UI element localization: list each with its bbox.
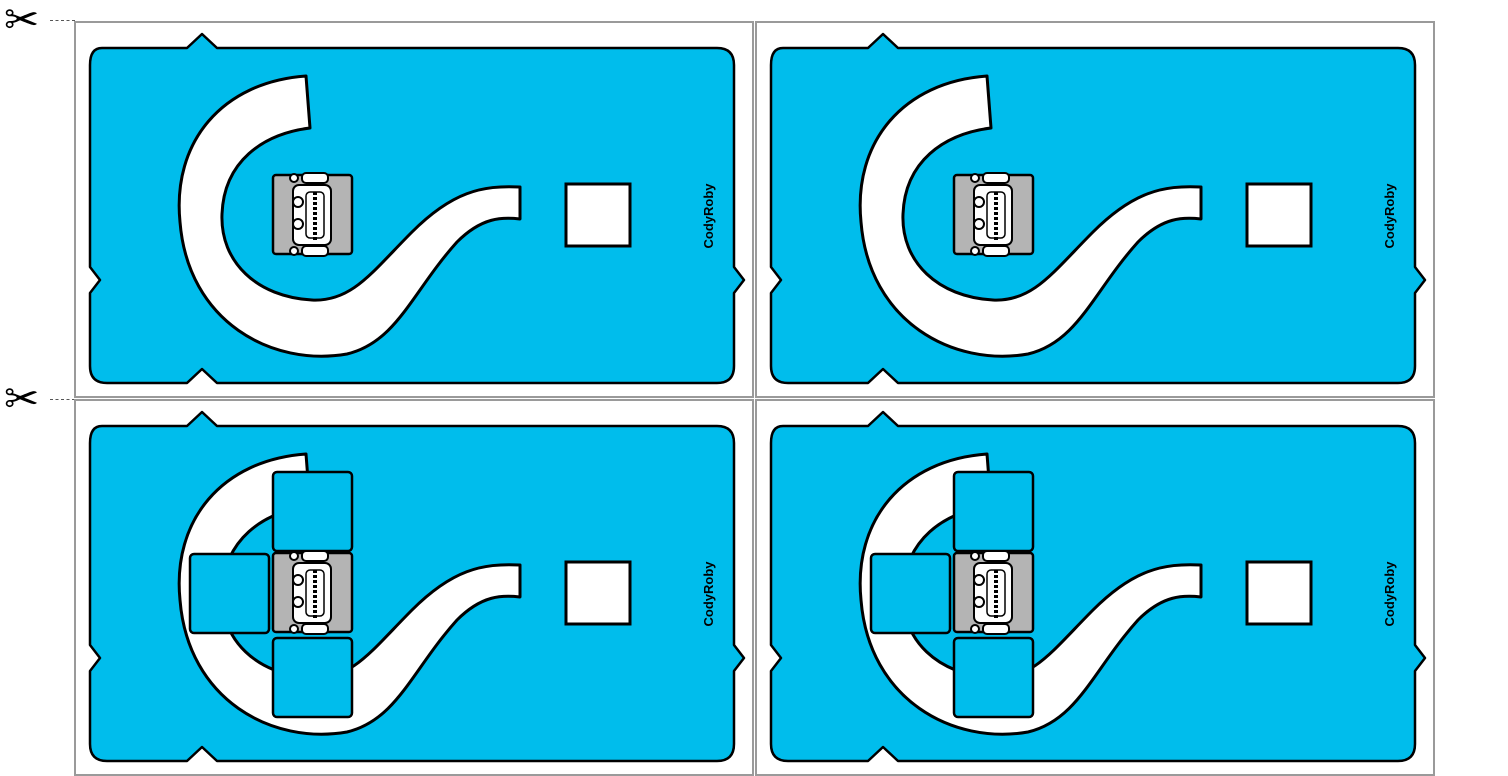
- robot-panel: [305, 191, 325, 239]
- robot-icon: [970, 172, 1013, 257]
- robot-panel: [305, 569, 325, 617]
- brand-label: CodyRoby: [701, 183, 716, 249]
- board-graphic: CodyRoby: [769, 32, 1427, 385]
- robot-eye: [292, 196, 304, 208]
- robot-tile: [271, 172, 354, 257]
- robot-arm-top: [301, 550, 329, 562]
- robot-eye: [973, 596, 985, 608]
- robot-claw: [970, 173, 980, 183]
- card-slot: [952, 636, 1035, 719]
- robot-claw: [289, 551, 299, 561]
- board-card: CodyRoby: [755, 399, 1435, 776]
- robot-arm-top: [301, 172, 329, 184]
- board-card: CodyRoby: [74, 399, 754, 776]
- card-slot: [952, 470, 1035, 553]
- robot-arm-top: [982, 550, 1010, 562]
- board-graphic: CodyRoby: [88, 32, 746, 385]
- robot-icon: [289, 550, 332, 635]
- board-card: CodyRoby: [755, 21, 1435, 398]
- robot-panel: [986, 569, 1006, 617]
- robot-arm-bottom: [982, 623, 1010, 635]
- robot-eye: [973, 574, 985, 586]
- robot-eye: [973, 218, 985, 230]
- card-slot: [869, 552, 952, 635]
- robot-icon: [289, 172, 332, 257]
- robot-tile: [952, 550, 1035, 635]
- brand-label: CodyRoby: [701, 561, 716, 627]
- robot-arm-bottom: [982, 245, 1010, 257]
- robot-tile: [952, 172, 1035, 257]
- robot-claw: [289, 624, 299, 634]
- track-path: [858, 74, 1203, 358]
- robot-eye: [292, 596, 304, 608]
- robot-body: [292, 562, 332, 624]
- robot-arm-bottom: [301, 245, 329, 257]
- board-graphic: CodyRoby: [769, 410, 1427, 763]
- robot-eye: [292, 574, 304, 586]
- robot-body: [973, 184, 1013, 246]
- robot-claw: [289, 246, 299, 256]
- board-graphic: CodyRoby: [88, 410, 746, 763]
- card-slot: [271, 470, 354, 553]
- goal-square: [564, 182, 632, 248]
- robot-claw: [970, 624, 980, 634]
- scissors-icon: ✂: [4, 0, 40, 44]
- track-path: [177, 74, 522, 358]
- brand-label: CodyRoby: [1382, 183, 1397, 249]
- robot-claw: [970, 246, 980, 256]
- goal-square: [564, 560, 632, 626]
- card-slot: [188, 552, 271, 635]
- robot-claw: [289, 173, 299, 183]
- robot-body: [292, 184, 332, 246]
- card-slot: [271, 636, 354, 719]
- cut-line: [50, 399, 75, 400]
- robot-eye: [292, 218, 304, 230]
- robot-panel: [986, 191, 1006, 239]
- scissors-icon: ✂: [4, 374, 40, 423]
- robot-body: [973, 562, 1013, 624]
- robot-eye: [973, 196, 985, 208]
- robot-claw: [970, 551, 980, 561]
- goal-square: [1245, 182, 1313, 248]
- board-card: CodyRoby: [74, 21, 754, 398]
- brand-label: CodyRoby: [1382, 561, 1397, 627]
- goal-square: [1245, 560, 1313, 626]
- cut-line: [50, 20, 75, 21]
- robot-arm-top: [982, 172, 1010, 184]
- robot-icon: [970, 550, 1013, 635]
- robot-tile: [271, 550, 354, 635]
- robot-arm-bottom: [301, 623, 329, 635]
